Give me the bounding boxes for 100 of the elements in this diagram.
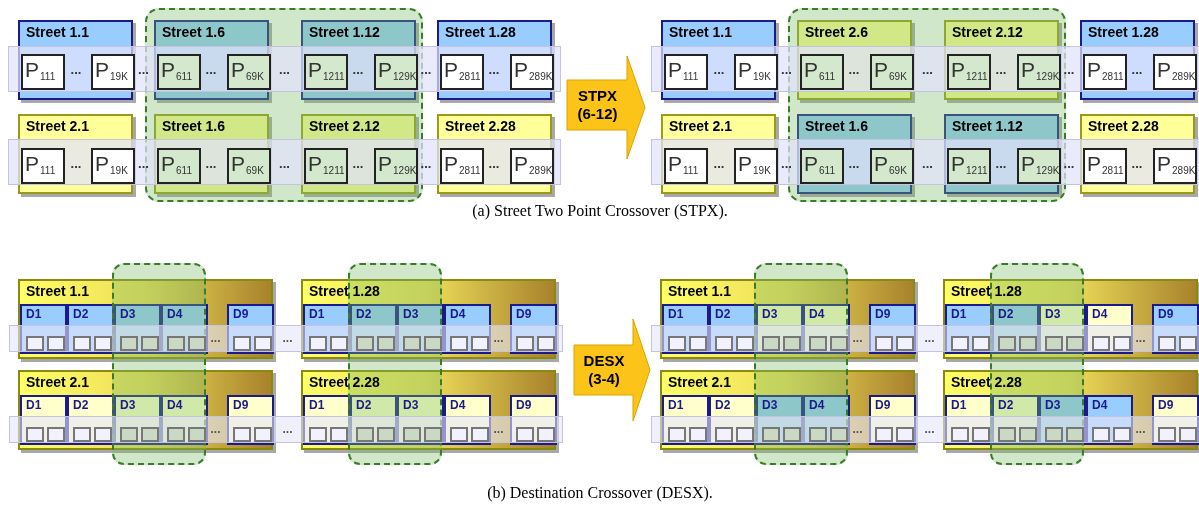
destination-label: D4 [167, 397, 183, 413]
slot-box [896, 427, 914, 442]
destination-label: D4 [167, 306, 183, 322]
destination-label: D2 [715, 397, 731, 413]
slot-box [875, 336, 893, 351]
slot-box [73, 336, 91, 351]
ellipsis: ... [995, 157, 1007, 171]
destination-label: D1 [951, 397, 967, 413]
ellipsis: ... [420, 63, 432, 77]
destination-box [756, 395, 803, 445]
slot-box [377, 336, 395, 351]
ellipsis: ... [1063, 157, 1075, 171]
caption: (a) Street Two Point Crossover (STPX). [472, 202, 728, 220]
destination-label: D1 [309, 397, 325, 413]
street-panel [301, 279, 556, 359]
point-box: P$_{2811}$ [440, 148, 484, 184]
point-box: P$_{111}$ [21, 54, 65, 90]
destination-label: D1 [309, 306, 325, 322]
slot-box [1158, 336, 1176, 351]
slot-box [1113, 427, 1131, 442]
slot-box [120, 336, 138, 351]
slot-box [668, 427, 686, 442]
slot-box [736, 427, 754, 442]
slot-box [47, 336, 65, 351]
slot-box [403, 427, 421, 442]
destination-box [350, 395, 397, 445]
point-box: P$_{19K}$ [91, 54, 135, 90]
point-box: P$_{111}$ [21, 148, 65, 184]
street-panel [943, 279, 1198, 359]
destination-label: D2 [356, 306, 372, 322]
destination-label: D2 [998, 397, 1014, 413]
street-label: Street 1.1 [26, 23, 90, 41]
destination-box [67, 395, 114, 445]
street-label: Street 1.28 [951, 282, 1022, 300]
slot-box [951, 427, 969, 442]
destination-box [303, 395, 350, 445]
ellipsis: ... [924, 422, 935, 436]
slot-box [167, 427, 185, 442]
slot-box [875, 427, 893, 442]
slot-box [1045, 336, 1063, 351]
destination-box [444, 395, 491, 445]
street-label: Street 2.12 [309, 117, 380, 135]
slot-box [689, 336, 707, 351]
slot-box [120, 427, 138, 442]
slot-box [783, 427, 801, 442]
slot-box [1158, 427, 1176, 442]
ellipsis: ... [781, 157, 792, 171]
destination-box [1086, 395, 1133, 445]
slot-box [356, 336, 374, 351]
ellipsis: ... [70, 63, 82, 77]
arrow-label: DESX (3-4) [582, 352, 626, 388]
street-label: Street 1.28 [309, 282, 380, 300]
slot-box [424, 427, 442, 442]
ellipsis: ... [1131, 157, 1143, 171]
street-label: Street 2.28 [1088, 117, 1159, 135]
point-box: P$_{19K}$ [734, 148, 778, 184]
point-box: P$_{129K}$ [374, 54, 418, 90]
point-box: P$_{19K}$ [734, 54, 778, 90]
ellipsis: ... [205, 63, 217, 77]
destination-box [350, 304, 397, 354]
destination-label: D4 [809, 306, 825, 322]
slot-box [233, 336, 251, 351]
slot-box [951, 336, 969, 351]
slot-box [715, 427, 733, 442]
slot-box [450, 336, 468, 351]
destination-box [992, 395, 1039, 445]
street-panel [18, 279, 273, 359]
destination-label: D9 [233, 397, 249, 413]
destination-box [1152, 395, 1199, 445]
slot-box [254, 336, 272, 351]
street-label: Street 2.1 [26, 373, 90, 391]
destination-box [945, 304, 992, 354]
street-panel [660, 279, 915, 359]
destination-box [1039, 304, 1086, 354]
destination-label: D2 [73, 397, 89, 413]
street-label: Street 1.1 [668, 282, 732, 300]
point-box: P$_{2811}$ [1083, 148, 1127, 184]
destination-label: D4 [1092, 397, 1108, 413]
point-box: P$_{69K}$ [227, 148, 271, 184]
slot-box [94, 336, 112, 351]
destination-box [397, 304, 444, 354]
destination-box [662, 304, 709, 354]
slot-box [424, 336, 442, 351]
slot-box [356, 427, 374, 442]
destination-box [444, 304, 491, 354]
point-box: P$_{69K}$ [227, 54, 271, 90]
ellipsis: ... [995, 63, 1007, 77]
street-label: Street 2.28 [445, 117, 516, 135]
destination-box [161, 304, 208, 354]
destination-box [67, 304, 114, 354]
street-label: Street 1.12 [309, 23, 380, 41]
destination-box [227, 395, 274, 445]
ellipsis: ... [922, 157, 933, 171]
slot-box [471, 336, 489, 351]
destination-box [992, 304, 1039, 354]
ellipsis: ... [70, 157, 82, 171]
destination-label: D9 [875, 306, 891, 322]
destination-label: D9 [1158, 306, 1174, 322]
point-box: P$_{289K}$ [1153, 148, 1197, 184]
slot-box [254, 427, 272, 442]
